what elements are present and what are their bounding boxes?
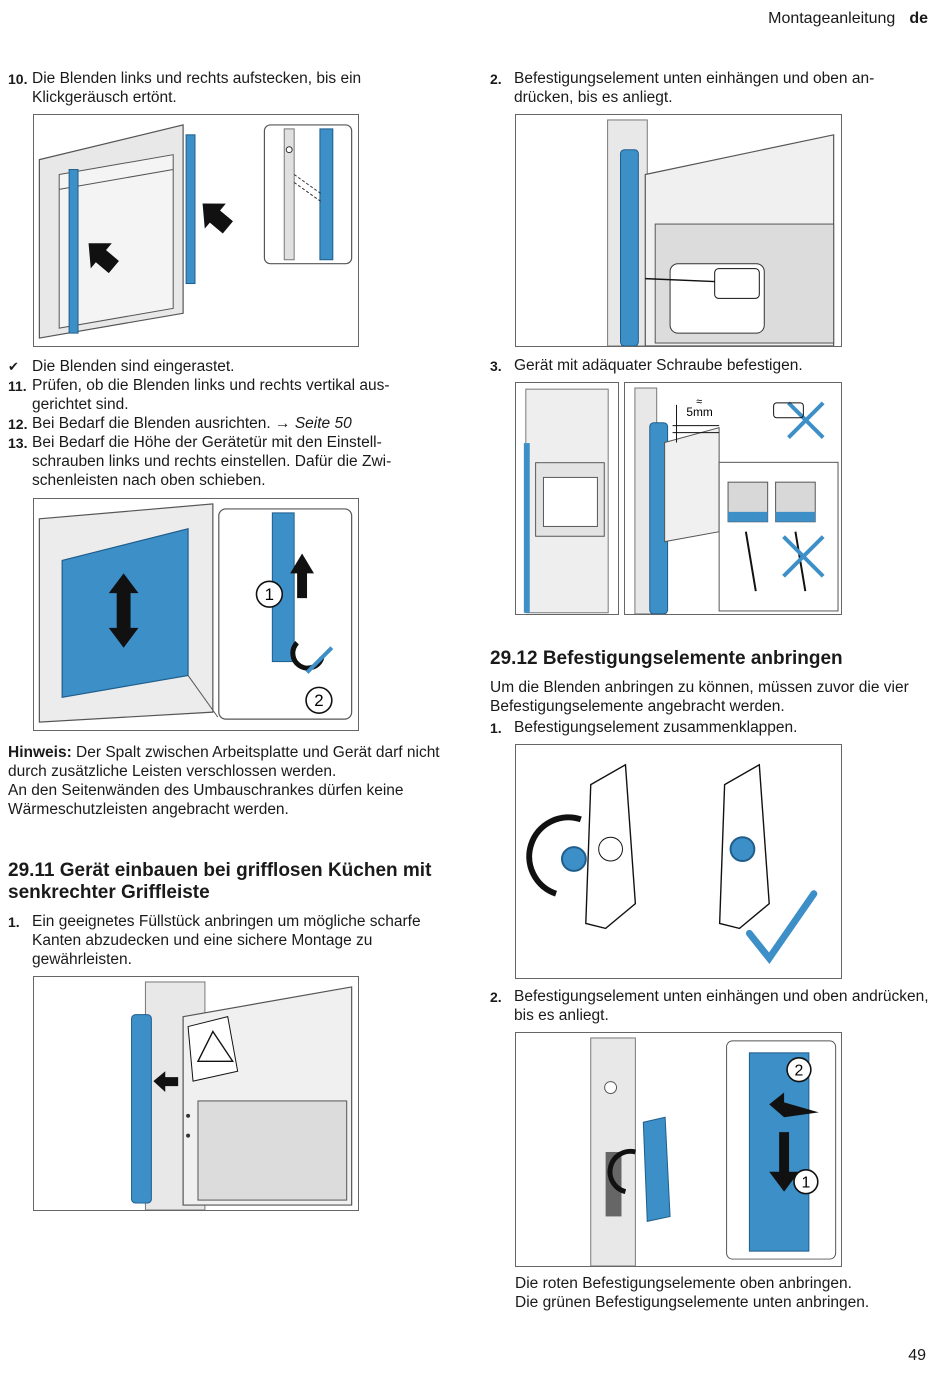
page-reference-link[interactable]: Seite 50 — [294, 415, 352, 432]
illustration-screw-detail: ≈ 5mm — [634, 387, 839, 614]
note-label: Hinweis: — [8, 744, 72, 761]
step-2-hook: 2.Befestigungselement unten einhängen un… — [490, 988, 929, 1024]
figure-predrill — [515, 114, 842, 347]
illustration-oven-overview — [523, 388, 609, 614]
dimension-5mm: 5mm — [686, 405, 712, 419]
figure-attach-trims — [33, 114, 359, 347]
step-1-filler: 1.Ein geeignetes Füllstück anbringen um … — [8, 913, 421, 968]
figure-fasten-detail: ≈ 5mm — [624, 382, 842, 615]
step-12: 12. Bei Bedarf die Blenden ausrichten. →… — [8, 415, 352, 432]
check-icon: ✔ — [8, 359, 19, 374]
section-intro: Um die Blenden anbringen zu können, müss… — [490, 679, 909, 715]
illustration-filler-piece — [131, 981, 353, 1210]
header-language: de — [909, 10, 928, 27]
approx-symbol: ≈ — [696, 396, 702, 408]
illustration-door-height: 1 2 — [38, 503, 353, 723]
closing-note: Die roten Befestigungselemente oben anbr… — [515, 1275, 870, 1311]
callout-1: 1 — [801, 1175, 810, 1192]
illustration-hook-element: 2 1 — [590, 1037, 837, 1266]
arrow-icon: → — [275, 415, 291, 432]
step-3-fasten: 3.Gerät mit adäquater Schraube befestige… — [490, 357, 803, 374]
header-title: Montageanleitung — [768, 10, 896, 27]
page-header: Montageanleitung de — [768, 10, 928, 28]
step-13: 13.Bei Bedarf die Höhe der Gerätetür mit… — [8, 434, 392, 489]
callout-2: 2 — [314, 691, 323, 710]
step-10: 10.Die Blenden links und rechts aufsteck… — [8, 70, 362, 106]
step-11: 11.Prüfen, ob die Blenden links und rech… — [8, 377, 390, 413]
illustration-fold-element — [526, 763, 818, 964]
illustration-trim-attach — [38, 124, 353, 339]
figure-hook-element: 2 1 — [515, 1032, 842, 1267]
section-heading-29-11: 29.11 Gerät einbauen bei grifflosen Küch… — [8, 860, 432, 903]
figure-adjust-door-height: 1 2 — [33, 498, 359, 731]
result-trims-engaged: ✔ Die Blenden sind eingerastet. — [8, 358, 235, 375]
section-heading-29-12: 29.12 Befestigungselemente anbringen — [490, 648, 843, 669]
illustration-predrill — [607, 119, 835, 346]
callout-1: 1 — [265, 585, 274, 604]
figure-fold-element — [515, 744, 842, 979]
step-1-fold: 1.Befestigungselement zusammenklappen. — [490, 719, 798, 736]
figure-fasten-overview — [515, 382, 619, 615]
callout-2: 2 — [795, 1063, 804, 1080]
step-2-predrill: 2.Befestigungselement unten einhängen un… — [490, 70, 875, 106]
figure-filler-piece — [33, 976, 359, 1211]
page-number: 49 — [908, 1347, 926, 1364]
note-block: Hinweis: Der Spalt zwischen Arbeitsplatt… — [8, 744, 440, 818]
